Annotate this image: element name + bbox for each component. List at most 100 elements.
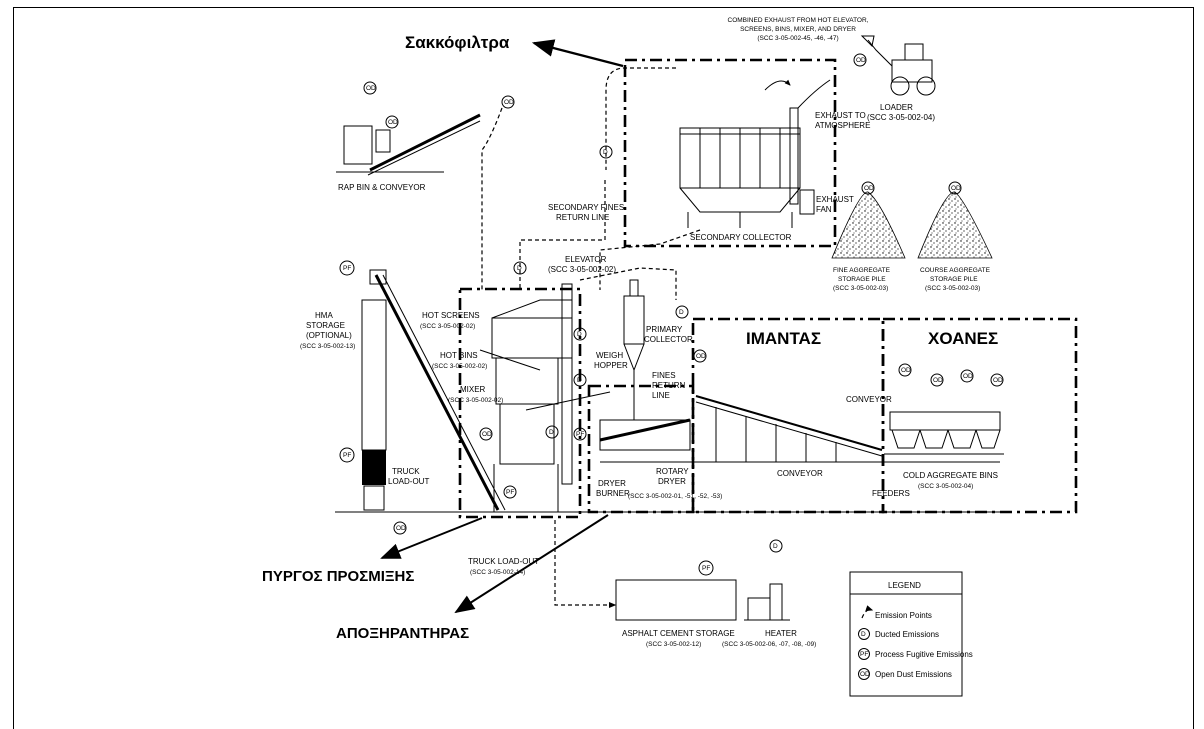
truck-loadout-1: TRUCK LOAD-OUT (468, 557, 539, 566)
label-belt: ΙΜΑΝΤΑΣ (746, 329, 821, 348)
od-marker-bin3-label: OD (963, 373, 973, 380)
asphalt-tank (616, 580, 736, 620)
region-bag-filters (625, 60, 835, 246)
course-agg-label-2: STORAGE PILE (930, 276, 978, 283)
combined-exhaust-line1: COMBINED EXHAUST FROM HOT ELEVATOR, (728, 17, 869, 24)
exhaust-fan-1: EXHAUST (816, 195, 854, 204)
rotary-dryer-1: ROTARY (656, 467, 689, 476)
heater-label-2: (SCC 3-05-002-06, -07, -08, -09) (722, 641, 816, 648)
heater-drawing (744, 584, 790, 620)
exhaust-fan-2: FAN (816, 205, 832, 214)
cold-bins-drawing (884, 412, 1004, 454)
fines-return-3: LINE (652, 391, 670, 400)
legend-item-ducted: Ducted Emissions (875, 630, 939, 639)
elevator-label-2: (SCC 3-05-002-02) (548, 265, 616, 274)
od-marker-rap-top-label: OD (504, 99, 514, 106)
feeders-label: FEEDERS (872, 489, 910, 498)
od-marker-bin2-label: OD (933, 377, 943, 384)
hot-bins-1: HOT BINS (440, 351, 478, 360)
od-marker-ground-label: OD (396, 525, 406, 532)
truck-loadout-left-1: TRUCK (392, 467, 420, 476)
dryer-burner-2: BURNER (596, 489, 630, 498)
d-marker-top-label: D (603, 149, 608, 156)
label-bag-filters: Σακκόφιλτρα (405, 33, 510, 52)
od-marker-conveyor-top-label: OD (696, 353, 706, 360)
od-marker-bin4-label: OD (993, 377, 1003, 384)
dryer-burner-1: DRYER (598, 479, 626, 488)
od-marker-rap-conveyor-label: OD (366, 85, 376, 92)
d-marker-mixer-label: D (549, 429, 554, 436)
mixer-2: (SCC 3-05-002-02) (448, 397, 503, 404)
primary-collector-drawing (600, 280, 696, 462)
pf-marker-truck-label: PF (506, 489, 514, 496)
od-marker-course-pile-label: OD (951, 185, 961, 192)
od-marker-mixer-label: OD (482, 431, 492, 438)
legend-od-letter: OD (860, 671, 870, 678)
legend-item-emission-points: Emission Points (875, 611, 932, 620)
asphalt-label-2: (SCC 3-05-002-12) (646, 641, 701, 648)
hot-screens-1: HOT SCREENS (422, 311, 480, 320)
od-marker-fine-pile-label: OD (864, 185, 874, 192)
hot-screens-2: (SCC 3-05-002-02) (420, 323, 475, 330)
emission-line-rap (482, 108, 502, 290)
heater-label-1: HEATER (765, 629, 797, 638)
truck-loadout-left-2: LOAD-OUT (388, 477, 429, 486)
legend-ducted-letter: D (861, 631, 866, 638)
weigh-hopper-2: HOPPER (594, 361, 628, 370)
od-marker-loader-label: OD (856, 57, 866, 64)
combined-exhaust-line2: SCREENS, BINS, MIXER, AND DRYER (740, 26, 856, 33)
loader-drawing (862, 36, 935, 95)
pf-marker-weigh-label: PF (576, 431, 584, 438)
loader-label: LOADER (880, 103, 913, 112)
course-aggregate-pile (918, 192, 992, 258)
legend-pf-letter: PF (860, 651, 868, 658)
asphalt-line (555, 520, 615, 605)
elevator-label-1: ELEVATOR (565, 255, 607, 264)
course-agg-label-3: (SCC 3-05-002-03) (925, 285, 980, 292)
asphalt-label-1: ASPHALT CEMENT STORAGE (622, 629, 735, 638)
label-hoppers: ΧΟΑΝΕΣ (928, 329, 998, 348)
primary-collector-1: PRIMARY (646, 325, 683, 334)
secondary-fines-1: SECONDARY FINES (548, 203, 624, 212)
fine-agg-label-1: FINE AGGREGATE (833, 267, 891, 274)
truck-loadout-2: (SCC 3-05-002-14) (470, 569, 525, 576)
pf-marker-hma-label: PF (343, 265, 351, 272)
secondary-fines-2: RETURN LINE (556, 213, 609, 222)
exhaust-to-atmosphere-2: ATMOSPHERE (815, 121, 870, 130)
conveyor-label: CONVEYOR (777, 469, 823, 478)
d-marker-elevator-label: D (517, 265, 522, 272)
emission-point-exhaust (765, 81, 790, 90)
hma-label-3: (OPTIONAL) (306, 331, 352, 340)
fine-agg-label-3: (SCC 3-05-002-03) (833, 285, 888, 292)
label-dryer-gr: ΑΠΟΞΗΡΑΝΤΗΡΑΣ (336, 625, 469, 642)
rotary-dryer-2: DRYER (658, 477, 686, 486)
rap-bin-drawing (336, 115, 480, 175)
arrow-mixing-tower (382, 518, 482, 558)
weigh-hopper-1: WEIGH (596, 351, 623, 360)
d-marker-heater-label: D (773, 543, 778, 550)
belt-conveyor-drawing (696, 396, 1000, 462)
loader-scc: (SCC 3-05-002-04) (867, 113, 935, 122)
secondary-collector-drawing (680, 80, 830, 228)
fines-return-1: FINES (652, 371, 676, 380)
legend-title: LEGEND (888, 581, 921, 590)
fine-agg-label-2: STORAGE PILE (838, 276, 886, 283)
d-marker-screens-label: D (577, 331, 582, 338)
pf-marker-truck-left-label: PF (343, 452, 351, 459)
course-agg-label-1: COURSE AGGREGATE (920, 267, 991, 274)
combined-exhaust-line3: (SCC 3-05-002-45, -46, -47) (757, 35, 838, 42)
label-mixing-tower: ΠΥΡΓΟΣ ΠΡΟΣΜΙΞΗΣ (262, 568, 414, 585)
exhaust-to-atmosphere-1: EXHAUST TO (815, 111, 866, 120)
pf-marker-asphalt-label: PF (702, 565, 710, 572)
duct-line-top (606, 68, 676, 170)
secondary-fines-line (600, 230, 700, 290)
fines-return-2: RETURN (652, 381, 686, 390)
legend-item-process-fugitive: Process Fugitive Emissions (875, 650, 973, 659)
hma-label-2: STORAGE (306, 321, 345, 330)
conveyor-top-label: CONVEYOR (846, 395, 892, 404)
legend-item-open-dust: Open Dust Emissions (875, 670, 952, 679)
cold-bins-2: (SCC 3-05-002-04) (918, 483, 973, 490)
mixer-1: MIXER (460, 385, 486, 394)
primary-collector-2: COLLECTOR (644, 335, 693, 344)
d-marker-bins-label: D (577, 377, 582, 384)
